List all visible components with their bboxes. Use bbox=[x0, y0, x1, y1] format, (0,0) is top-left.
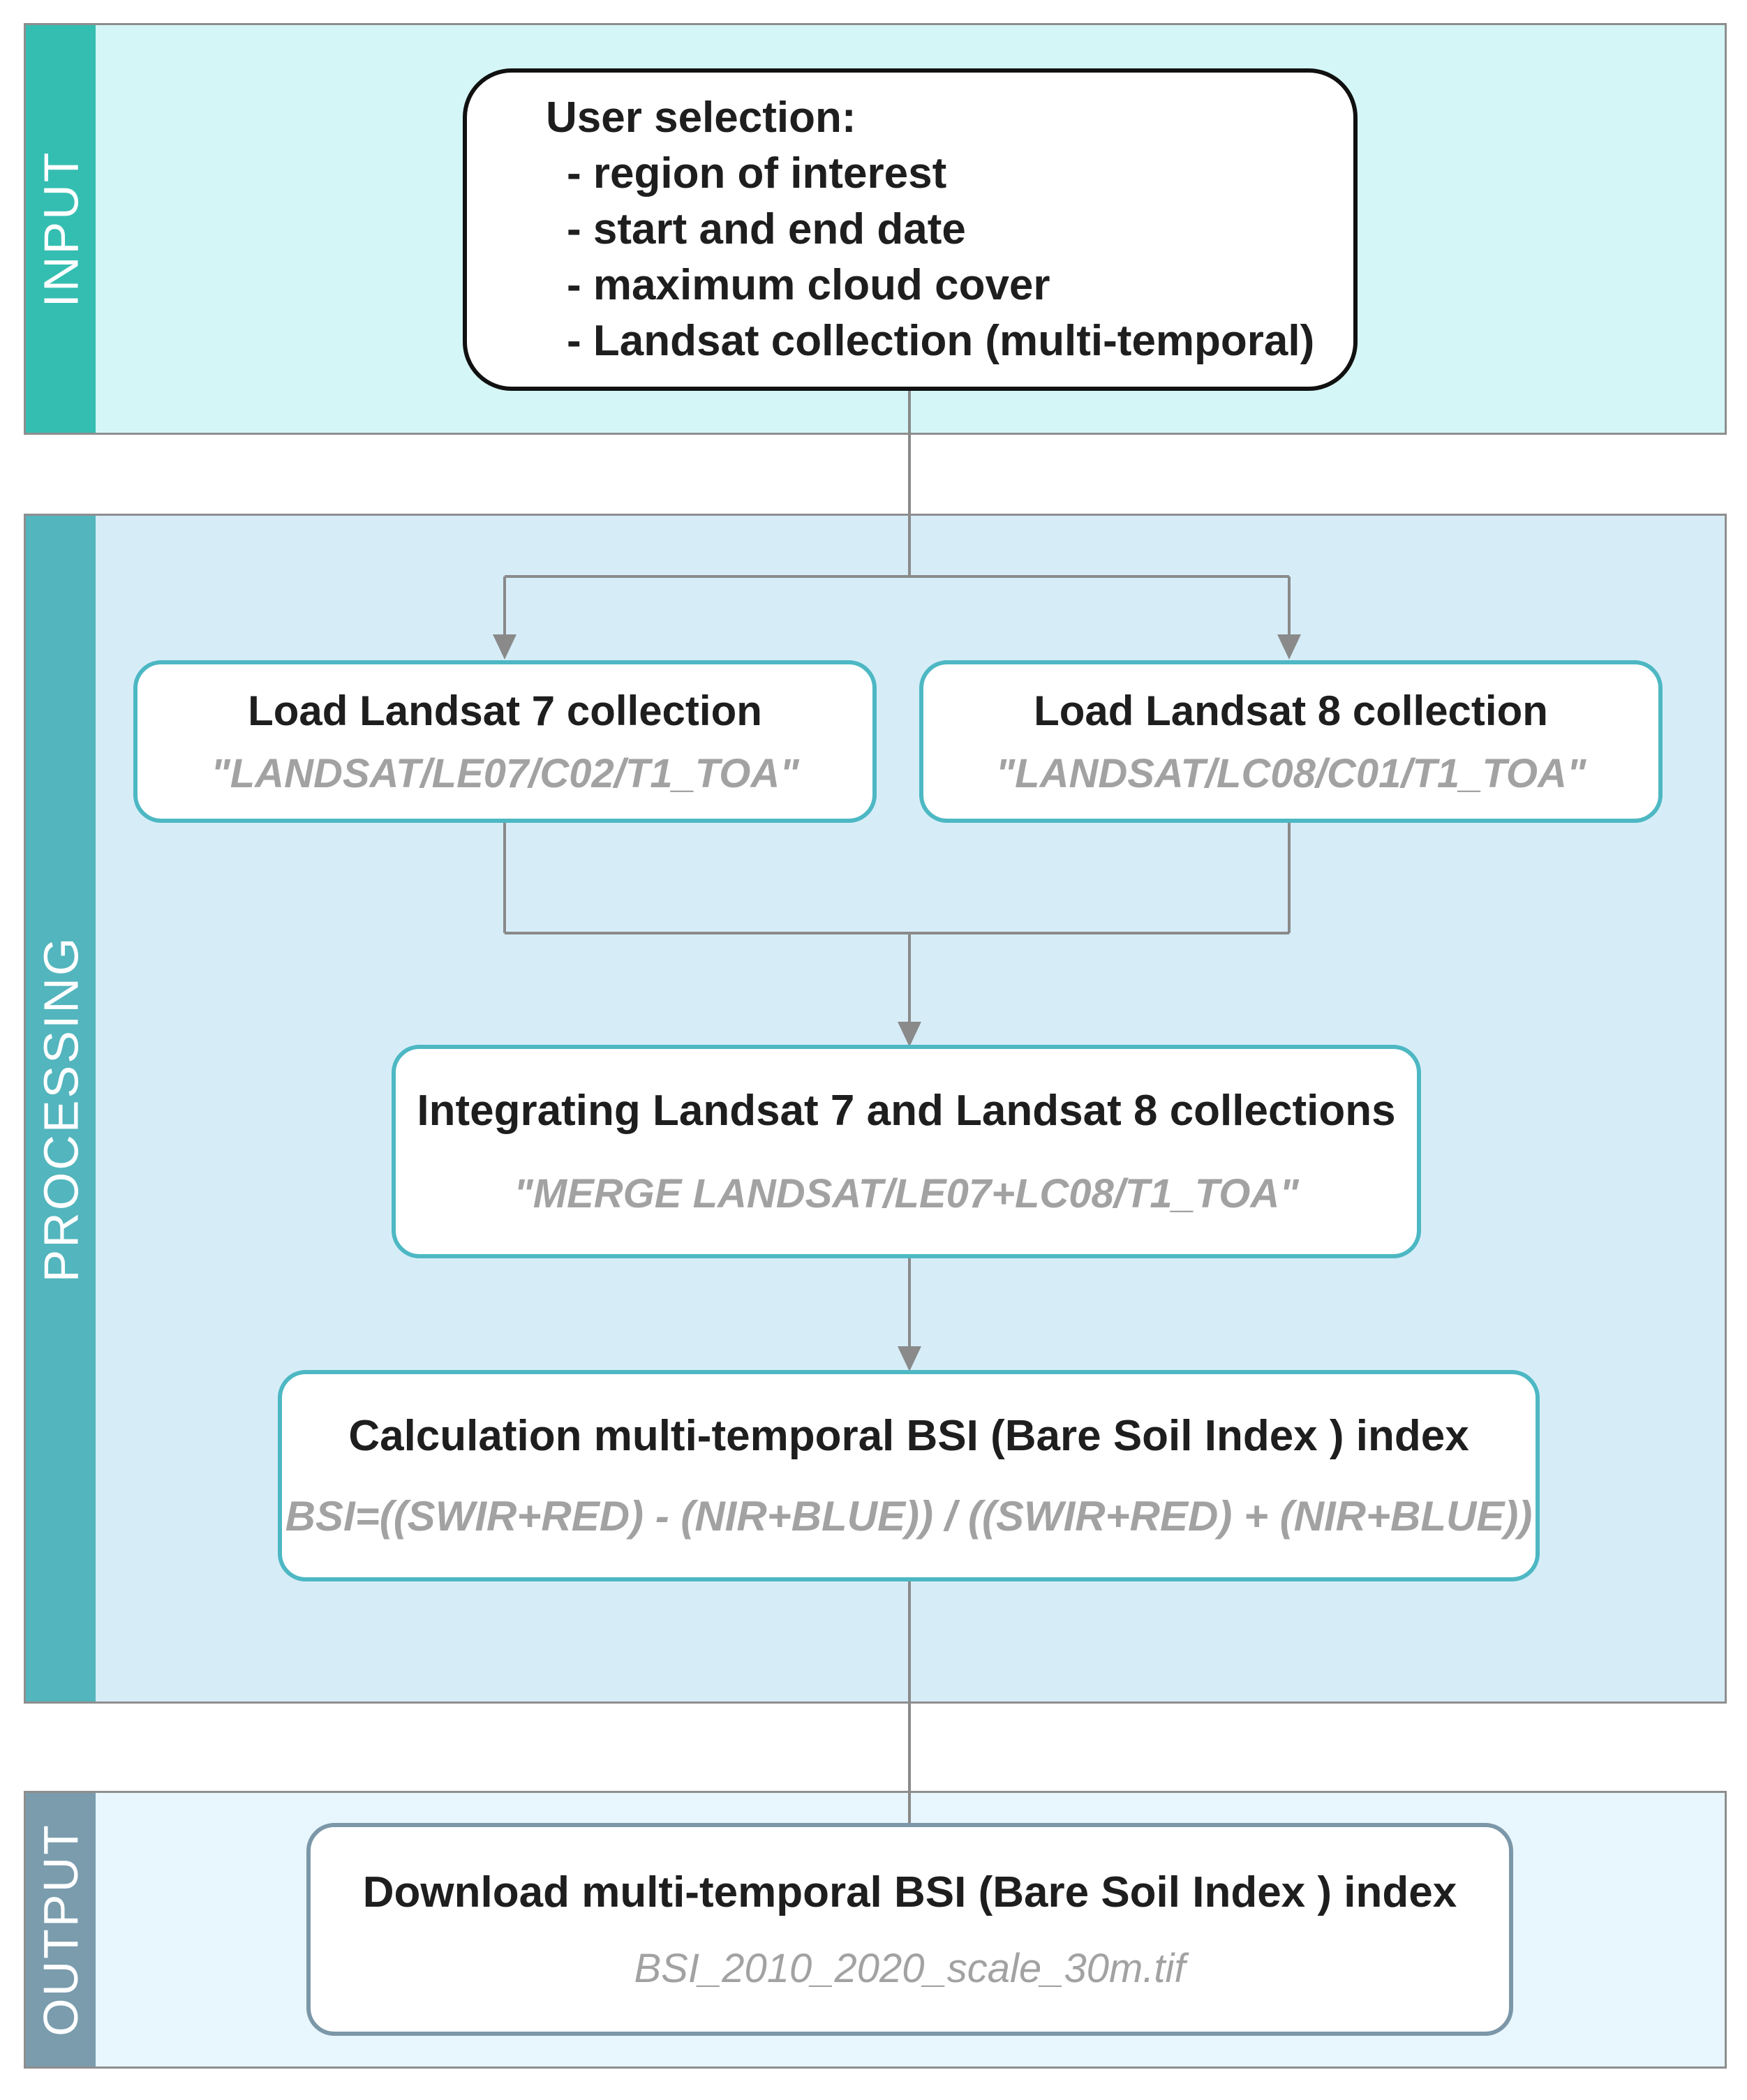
load-landsat8-collection-id: "LANDSAT/LC08/C01/T1_TOA" bbox=[995, 750, 1586, 796]
load-landsat7-title: Load Landsat 7 collection bbox=[248, 687, 762, 734]
user-selection-item: - region of interest bbox=[567, 149, 947, 198]
integrate-merge-id: "MERGE LANDSAT/LE07+LC08/T1_TOA" bbox=[514, 1171, 1299, 1216]
calculate-bsi-title: Calculation multi-temporal BSI (Bare Soi… bbox=[348, 1412, 1469, 1460]
processing-side-bar: PROCESSING bbox=[26, 516, 96, 1701]
download-bsi-node: Download multi-temporal BSI (Bare Soil I… bbox=[306, 1823, 1513, 2036]
user-selection-item: - maximum cloud cover bbox=[567, 261, 1050, 309]
integrate-title: Integrating Landsat 7 and Landsat 8 coll… bbox=[417, 1087, 1396, 1135]
user-selection-title: User selection: bbox=[546, 94, 856, 142]
download-bsi-title: Download multi-temporal BSI (Bare Soil I… bbox=[362, 1868, 1457, 1916]
user-selection-item: - start and end date bbox=[567, 205, 966, 253]
bsi-formula: BSI=((SWIR+RED) - (NIR+BLUE)) / ((SWIR+R… bbox=[285, 1493, 1533, 1540]
output-side-bar: OUTPUT bbox=[26, 1793, 96, 2067]
load-landsat7-collection-id: "LANDSAT/LE07/C02/T1_TOA" bbox=[211, 750, 799, 796]
load-landsat8-title: Load Landsat 8 collection bbox=[1034, 687, 1548, 734]
user-selection-node: User selection: - region of interest - s… bbox=[463, 68, 1358, 391]
calculate-bsi-node: Calculation multi-temporal BSI (Bare Soi… bbox=[278, 1370, 1540, 1581]
arrowhead-calc bbox=[898, 1346, 921, 1371]
output-filename: BSI_2010_2020_scale_30m.tif bbox=[634, 1945, 1186, 1991]
load-landsat7-node: Load Landsat 7 collection "LANDSAT/LE07/… bbox=[133, 660, 877, 823]
arrowhead-integrate bbox=[898, 1022, 921, 1047]
integrate-collections-node: Integrating Landsat 7 and Landsat 8 coll… bbox=[392, 1045, 1421, 1258]
user-selection-item: - Landsat collection (multi-temporal) bbox=[567, 317, 1315, 365]
arrowhead-l7 bbox=[493, 634, 516, 660]
input-side-bar: INPUT bbox=[26, 25, 96, 433]
arrowhead-l8 bbox=[1277, 634, 1301, 660]
load-landsat8-node: Load Landsat 8 collection "LANDSAT/LC08/… bbox=[919, 660, 1663, 823]
